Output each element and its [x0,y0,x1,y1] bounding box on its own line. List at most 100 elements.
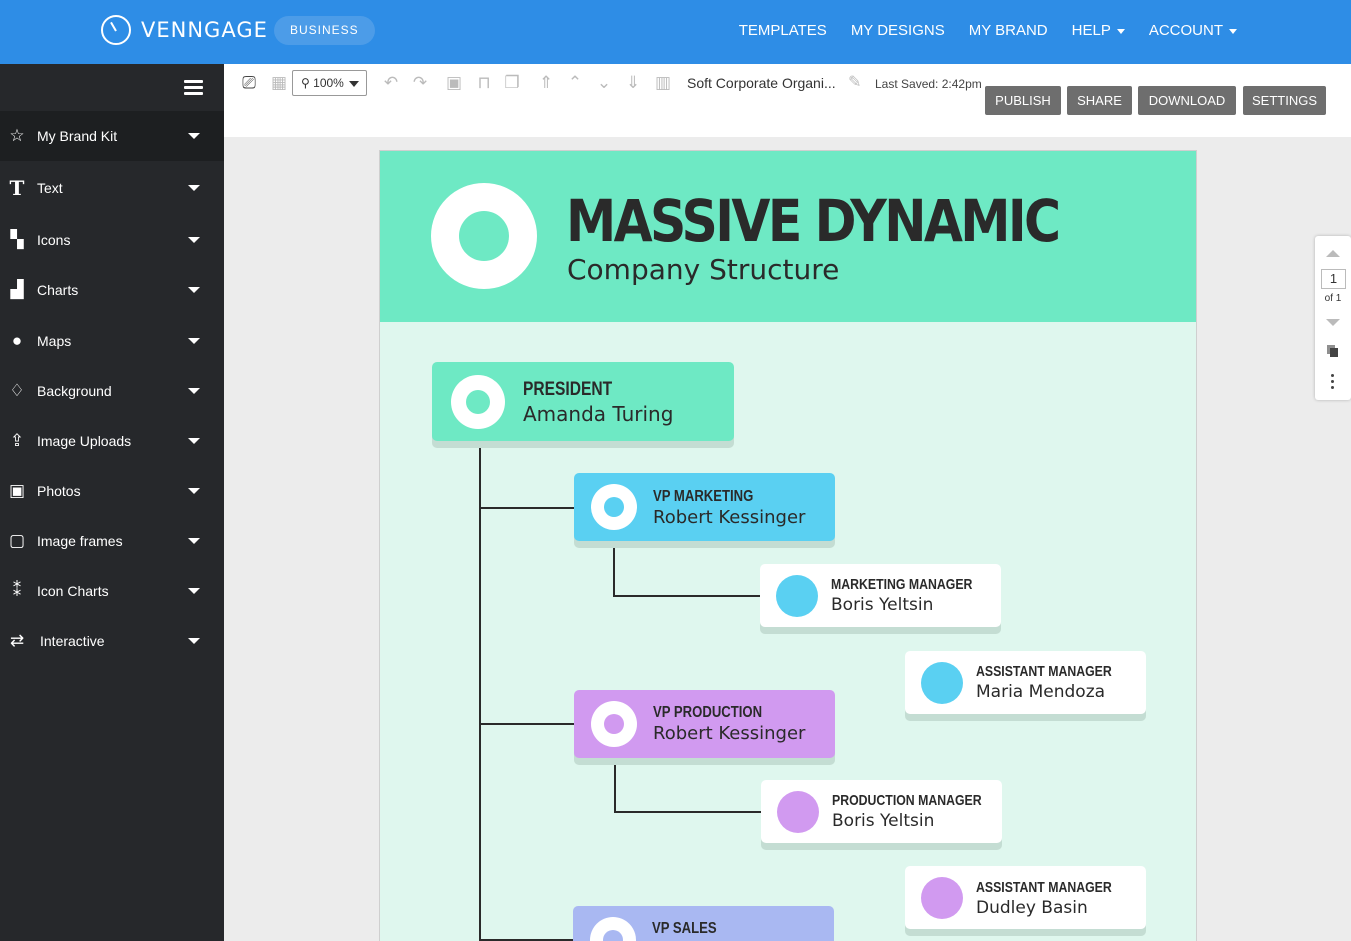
sidebar-item-label: Photos [37,483,81,499]
send-to-back-icon[interactable]: ⇓ [624,74,642,92]
org-card-assistant-manager[interactable]: ASSISTANT MANAGER Dudley Basin [905,866,1146,929]
sidebar-item-label: Text [37,180,63,196]
nav-templates[interactable]: TEMPLATES [739,22,827,39]
sidebar: ☆ My Brand Kit T Text ▚ Icons ▟ Charts ●… [0,64,224,941]
nav-help[interactable]: HELP [1072,22,1125,39]
org-card-vp-marketing[interactable]: VP MARKETING Robert Kessinger [574,473,835,541]
page-up-icon[interactable] [1326,250,1340,257]
card-role: PRODUCTION MANAGER [832,792,982,809]
bring-to-front-icon[interactable]: ⇑ [537,74,555,92]
card-name: Amanda Turing [523,402,673,426]
card-role: ASSISTANT MANAGER [976,879,1112,896]
card-name: Robert Kessinger [653,723,805,744]
org-card-assistant-manager[interactable]: ASSISTANT MANAGER Maria Mendoza [905,651,1146,714]
editor-toolbar: ⎚ ▦ ⚲ 100% ↶ ↷ ▣ ⊓ ❐ ⇑ ⌃ ⌄ ⇓ ▥ Soft Corp… [224,64,1351,137]
sidebar-item-label: Charts [37,282,78,298]
undo-icon[interactable]: ↶ [382,74,400,92]
chevron-down-icon [188,538,200,544]
sidebar-item-text[interactable]: T Text [0,163,224,213]
sidebar-item-image-uploads[interactable]: ⇪ Image Uploads [0,416,224,466]
card-dot-shape [921,662,963,704]
document-name[interactable]: Soft Corporate Organi... [687,75,836,91]
card-role: VP PRODUCTION [653,704,762,722]
main-nav: TEMPLATES MY DESIGNS MY BRAND HELP ACCOU… [715,22,1237,39]
page-down-icon[interactable] [1326,319,1340,326]
card-role: VP SALES [652,920,717,938]
card-ring-shape [591,701,637,747]
design-canvas[interactable]: MASSIVE DYNAMIC Company Structure PRESID… [379,150,1197,941]
sidebar-item-maps[interactable]: ● Maps [0,316,224,366]
org-card-vp-sales[interactable]: VP SALES [573,906,834,941]
card-role: VP MARKETING [653,488,753,506]
nav-account[interactable]: ACCOUNT [1149,22,1237,39]
more-options-icon[interactable] [1331,374,1335,392]
logo-clock-icon [101,15,131,45]
sidebar-item-charts[interactable]: ▟ Charts [0,265,224,315]
redo-icon[interactable]: ↷ [411,74,429,92]
nav-my-designs[interactable]: MY DESIGNS [851,22,945,39]
settings-button[interactable]: SETTINGS [1243,86,1326,115]
download-button[interactable]: DOWNLOAD [1138,86,1236,115]
venngage-logo[interactable]: VENNGAGE [101,15,268,45]
plan-badge: BUSINESS [274,16,375,45]
paint-format-icon[interactable]: ⎚ [240,74,258,92]
sidebar-item-label: Maps [37,333,71,349]
sidebar-item-photos[interactable]: ▣ Photos [0,466,224,516]
chevron-down-icon [188,185,200,191]
edit-name-icon[interactable]: ✎ [848,72,861,92]
card-name: Boris Yeltsin [831,595,933,615]
sidebar-item-interactive[interactable]: ⇄ Interactive [0,616,224,666]
nav-my-brand[interactable]: MY BRAND [969,22,1048,39]
card-ring-shape [451,375,505,429]
page-navigator: 1 of 1 [1315,236,1351,400]
card-ring-shape [590,917,636,941]
share-button[interactable]: SHARE [1067,86,1132,115]
sidebar-item-icons[interactable]: ▚ Icons [0,215,224,265]
sidebar-item-my-brand-kit[interactable]: ☆ My Brand Kit [0,111,224,161]
org-card-president[interactable]: PRESIDENT Amanda Turing [432,362,734,441]
lock-icon[interactable]: ⊓ [475,74,493,92]
transparency-icon[interactable]: ▦ [270,74,288,92]
card-name: Robert Kessinger [653,507,805,528]
card-dot-shape [776,575,818,617]
icons-icon: ▚ [0,230,34,250]
send-backward-icon[interactable]: ⌄ [595,74,613,92]
page-number-input[interactable]: 1 [1321,269,1346,289]
card-dot-shape [777,791,819,833]
card-name: Dudley Basin [976,898,1088,918]
zoom-value: 100% [313,76,344,90]
org-card-vp-production[interactable]: VP PRODUCTION Robert Kessinger [574,690,835,758]
top-navbar: VENNGAGE BUSINESS TEMPLATES MY DESIGNS M… [0,0,1351,64]
org-card-marketing-manager[interactable]: MARKETING MANAGER Boris Yeltsin [760,564,1001,627]
publish-button[interactable]: PUBLISH [985,86,1061,115]
chevron-down-icon [188,338,200,344]
card-ring-shape [591,484,637,530]
sidebar-item-image-frames[interactable]: ▢ Image frames [0,516,224,566]
org-card-production-manager[interactable]: PRODUCTION MANAGER Boris Yeltsin [761,780,1002,843]
bring-forward-icon[interactable]: ⌃ [566,74,584,92]
bar-chart-icon: ▟ [0,280,34,300]
sidebar-item-label: My Brand Kit [37,128,117,144]
card-role: MARKETING MANAGER [831,576,972,593]
shuffle-icon: ⇄ [0,631,34,651]
sidebar-item-label: Image Uploads [37,433,131,449]
last-saved-status: Last Saved: 2:42pm [875,77,982,91]
text-icon: T [0,176,34,200]
sidebar-item-background[interactable]: ♢ Background [0,366,224,416]
group-icon[interactable]: ▣ [445,74,463,92]
zoom-select[interactable]: ⚲ 100% [292,70,367,96]
chevron-down-icon [188,588,200,594]
card-dot-shape [921,877,963,919]
hamburger-menu-icon[interactable] [184,80,203,96]
chevron-down-icon [188,133,200,139]
card-role: PRESIDENT [523,379,612,401]
duplicate-icon[interactable]: ❐ [503,74,521,92]
trash-icon[interactable]: ▥ [654,74,672,92]
sidebar-item-icon-charts[interactable]: ⁑ Icon Charts [0,566,224,616]
copy-page-icon[interactable] [1327,345,1338,357]
chevron-down-icon [188,388,200,394]
people-chart-icon: ⁑ [0,581,34,601]
sidebar-item-label: Interactive [40,633,105,649]
upload-icon: ⇪ [0,431,34,451]
sidebar-item-label: Icon Charts [37,583,109,599]
